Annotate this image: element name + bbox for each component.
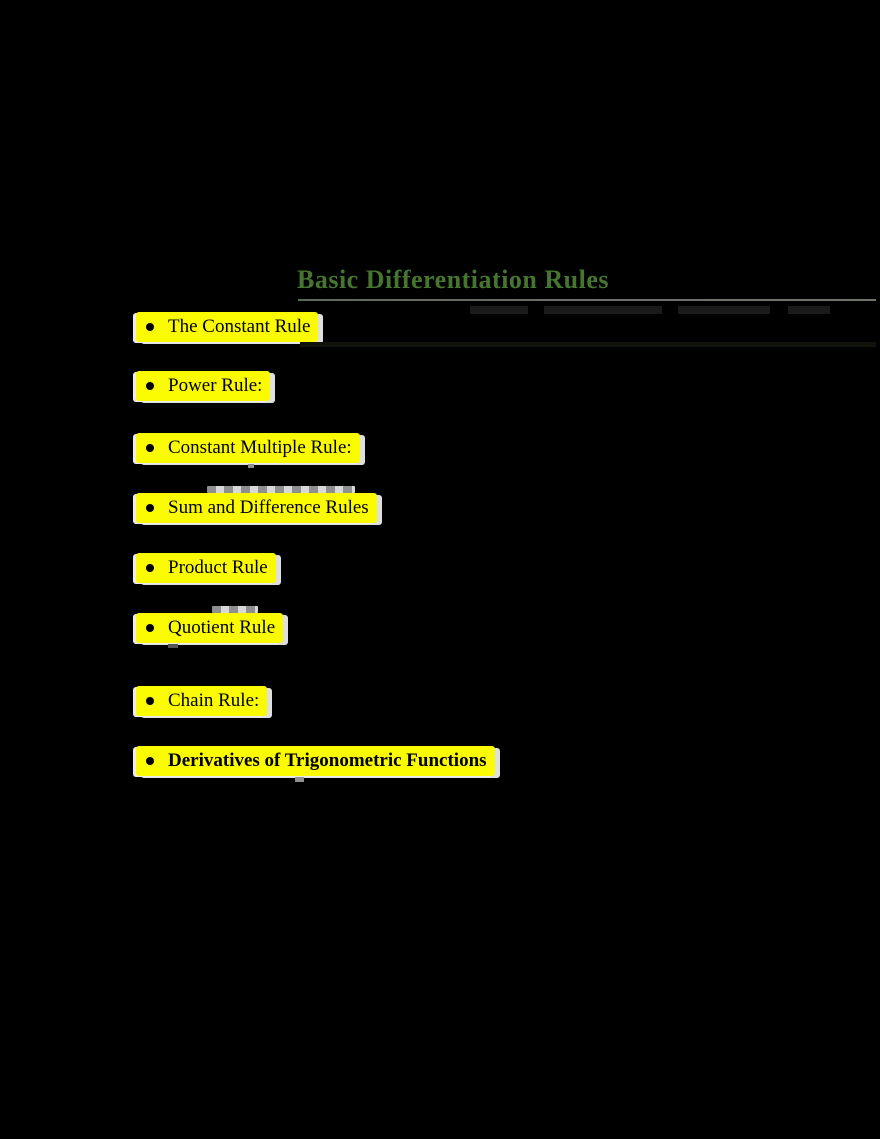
- highlight-box: The Constant Rule: [136, 312, 319, 342]
- highlight-box: Product Rule: [136, 553, 276, 583]
- formula-remnant-dashes: [212, 606, 258, 613]
- bullet-label: Constant Multiple Rule:: [168, 437, 352, 458]
- occluded-text-remnant: [678, 306, 770, 314]
- bullet-item-chain-rule: Chain Rule:: [136, 686, 268, 716]
- occluded-text-remnant: [470, 306, 528, 314]
- bullet-icon: [146, 564, 154, 572]
- bullet-icon: [146, 323, 154, 331]
- title-underline: [298, 299, 876, 301]
- bullet-icon: [146, 697, 154, 705]
- bullet-label: Derivatives of Trigonometric Functions: [168, 750, 487, 771]
- bullet-item-quotient-rule: Quotient Rule: [136, 613, 284, 643]
- highlight-box: Derivatives of Trigonometric Functions: [136, 746, 495, 776]
- bullet-label: The Constant Rule: [168, 316, 311, 337]
- highlight-box: Quotient Rule: [136, 613, 284, 643]
- bullet-item-sum-difference-rules: Sum and Difference Rules: [136, 493, 377, 523]
- highlight-box: Chain Rule:: [136, 686, 268, 716]
- formula-remnant-tick: [248, 464, 254, 468]
- bullet-item-power-rule: Power Rule:: [136, 371, 271, 401]
- bullet-label: Chain Rule:: [168, 690, 260, 711]
- highlight-box: Sum and Difference Rules: [136, 493, 377, 523]
- occluded-text-remnant: [544, 306, 662, 314]
- highlight-box: Power Rule:: [136, 371, 271, 401]
- bullet-icon: [146, 624, 154, 632]
- occluded-text-remnant: [788, 306, 830, 314]
- bullet-label: Power Rule:: [168, 375, 263, 396]
- descender-remnant: [295, 777, 304, 782]
- occluded-formula-band: [300, 342, 876, 347]
- bullet-label: Product Rule: [168, 557, 268, 578]
- highlight-box: Constant Multiple Rule:: [136, 433, 360, 463]
- page-title: Basic Differentiation Rules: [297, 265, 609, 294]
- bullet-icon: [146, 382, 154, 390]
- bullet-item-constant-multiple-rule: Constant Multiple Rule:: [136, 433, 360, 463]
- bullet-item-constant-rule: The Constant Rule: [136, 312, 319, 342]
- bullet-icon: [146, 757, 154, 765]
- descender-remnant: [168, 644, 178, 648]
- formula-remnant-dashes: [207, 486, 355, 493]
- bullet-icon: [146, 504, 154, 512]
- bullet-label: Quotient Rule: [168, 617, 276, 638]
- bullet-item-product-rule: Product Rule: [136, 553, 276, 583]
- bullet-icon: [146, 444, 154, 452]
- bullet-label: Sum and Difference Rules: [168, 497, 369, 518]
- bullet-item-derivatives-trig-functions: Derivatives of Trigonometric Functions: [136, 746, 495, 776]
